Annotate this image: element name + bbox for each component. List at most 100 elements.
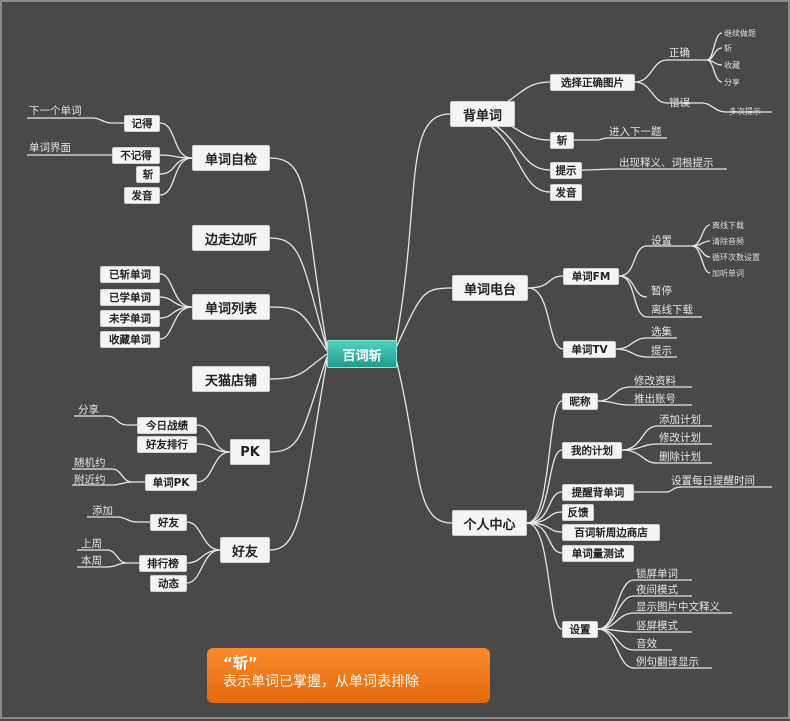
label-dcdt-shezhi: 设置 [651, 235, 672, 247]
node-nicheng-label: 昵称 [569, 396, 591, 408]
node-txbdc-label: 提醒背单词 [571, 487, 625, 499]
center-node: 百词斩 [327, 340, 397, 368]
node-phb: 排行榜 [139, 555, 187, 572]
node-bjide-label: 不记得 [120, 150, 152, 162]
branch-bzbt-label: 边走边听 [204, 232, 257, 248]
node-xzzqtp-label: 选择正确图片 [561, 77, 624, 89]
banner-subtitle: 表示单词已掌握，从单词表排除 [223, 674, 419, 690]
node-wdjh: 我的计划 [562, 442, 622, 459]
node-tv-label: 单词TV [571, 344, 608, 356]
label-fenxiang: 分享 [78, 404, 99, 416]
label-tianjia: 添加 [92, 505, 113, 517]
node-zbsd: 百词斩周边商店 [562, 524, 660, 541]
label-sz-2: 循环次数设置 [712, 253, 760, 262]
label-gsz-5: 例句翻译显示 [636, 656, 699, 668]
node-phb-label: 排行榜 [147, 558, 179, 570]
label-cxsy: 出现释义、词根提示 [619, 157, 714, 169]
label-xuanji: 选集 [651, 326, 672, 338]
branch-dcdt-label: 单词电台 [463, 282, 516, 298]
label-benzhou: 本周 [81, 555, 102, 567]
label-sz-0: 离线下载 [712, 221, 744, 230]
node-bdc-tishi: 提示 [550, 162, 582, 179]
node-zbsd-label: 百词斩周边商店 [574, 527, 648, 539]
label-zhengque: 正确 [669, 47, 690, 59]
branch-dclb: 单词列表 [192, 294, 270, 320]
label-jh-2: 删除计划 [659, 451, 701, 463]
node-nicheng: 昵称 [562, 393, 598, 410]
label-dcjm: 单词界面 [29, 142, 71, 154]
node-grzx-shezhi: 设置 [562, 621, 598, 638]
node-bjide: 不记得 [112, 147, 160, 164]
node-hyph: 好友排行 [137, 436, 197, 453]
branch-grzx: 个人中心 [452, 510, 527, 536]
node-bdc-fayin: 发音 [550, 184, 582, 201]
branch-bdc-label: 背单词 [462, 108, 502, 124]
banner-title: “斩” [223, 654, 258, 672]
label-gsz-3: 竖屏模式 [636, 620, 678, 632]
label-jh-1: 修改计划 [659, 432, 701, 444]
node-dczj-fayin-label: 发音 [131, 190, 153, 202]
node-bdc-tishi-label: 提示 [555, 165, 577, 177]
branch-grzx-label: 个人中心 [463, 517, 516, 533]
node-dclb-3: 收藏单词 [100, 331, 160, 348]
node-dczj-fayin: 发音 [124, 187, 160, 204]
branch-tmdp-label: 天猫店铺 [204, 373, 257, 389]
node-jide: 记得 [124, 115, 160, 132]
node-bdc-zhan-label: 斩 [556, 135, 568, 147]
node-dclb-1-label: 已学单词 [109, 292, 151, 304]
label-szmrtx: 设置每日提醒时间 [671, 475, 755, 487]
label-zq-1: 斩 [724, 44, 732, 53]
label-tczh: 推出账号 [634, 393, 676, 405]
node-dclcs-label: 单词量测试 [571, 548, 625, 560]
node-haoyou-label: 好友 [158, 517, 179, 529]
node-dclb-0: 已斩单词 [100, 266, 160, 283]
node-tv: 单词TV [563, 341, 616, 358]
node-jide-label: 记得 [131, 118, 153, 130]
branch-tmdp: 天猫店铺 [192, 366, 270, 392]
label-sz-1: 清除音频 [712, 237, 744, 246]
node-dcpk: 单词PK [145, 474, 197, 491]
branch-pk-label: PK [240, 444, 260, 460]
label-jh-0: 添加计划 [659, 414, 701, 426]
node-bdc-fayin-label: 发音 [555, 187, 577, 199]
label-jrxyt: 进入下一题 [609, 126, 662, 138]
branch-dcdt: 单词电台 [452, 275, 528, 301]
label-gsz-0: 锁屏单词 [636, 568, 678, 580]
node-dczj-zhan-label: 斩 [142, 169, 154, 181]
node-fankui-label: 反馈 [567, 507, 589, 519]
label-suijiyue: 随机约 [74, 457, 106, 469]
node-dclb-2-label: 未学单词 [109, 313, 151, 325]
branch-hy: 好友 [220, 537, 270, 563]
branch-dczj-label: 单词自检 [204, 152, 257, 168]
node-xzzqtp: 选择正确图片 [550, 74, 635, 91]
label-fujinyue: 附近约 [74, 474, 106, 486]
branch-hy-label: 好友 [231, 544, 258, 560]
label-xgzl: 修改资料 [634, 375, 676, 387]
label-sz-3: 加听单词 [712, 269, 744, 278]
node-fankui: 反馈 [562, 504, 594, 521]
node-jrzj: 今日战绩 [137, 417, 197, 434]
node-dcpk-label: 单词PK [152, 477, 190, 489]
node-dongtai: 动态 [150, 575, 187, 592]
branch-bzbt: 边走边听 [192, 225, 270, 251]
label-dcts: 多次提示 [729, 107, 761, 116]
node-dczj-zhan: 斩 [136, 166, 160, 183]
node-dongtai-label: 动态 [158, 578, 179, 590]
node-dclb-1: 已学单词 [100, 289, 160, 306]
node-haoyou: 好友 [150, 514, 187, 531]
node-dclcs: 单词量测试 [562, 545, 634, 562]
label-shangzhou: 上周 [81, 538, 102, 550]
node-hyph-label: 好友排行 [146, 439, 188, 451]
node-bdc-zhan: 斩 [550, 132, 574, 149]
node-txbdc: 提醒背单词 [562, 484, 634, 501]
label-gsz-4: 音效 [636, 638, 657, 650]
node-wdjh-label: 我的计划 [571, 445, 613, 457]
label-zq-2: 收藏 [724, 61, 740, 70]
node-dclb-0-label: 已斩单词 [109, 269, 151, 281]
label-zq-0: 继续做题 [724, 29, 756, 38]
node-grzx-shezhi-label: 设置 [569, 624, 591, 636]
branch-dclb-label: 单词列表 [204, 301, 257, 317]
node-dclb-3-label: 收藏单词 [109, 334, 151, 346]
node-jrzj-label: 今日战绩 [146, 420, 188, 432]
